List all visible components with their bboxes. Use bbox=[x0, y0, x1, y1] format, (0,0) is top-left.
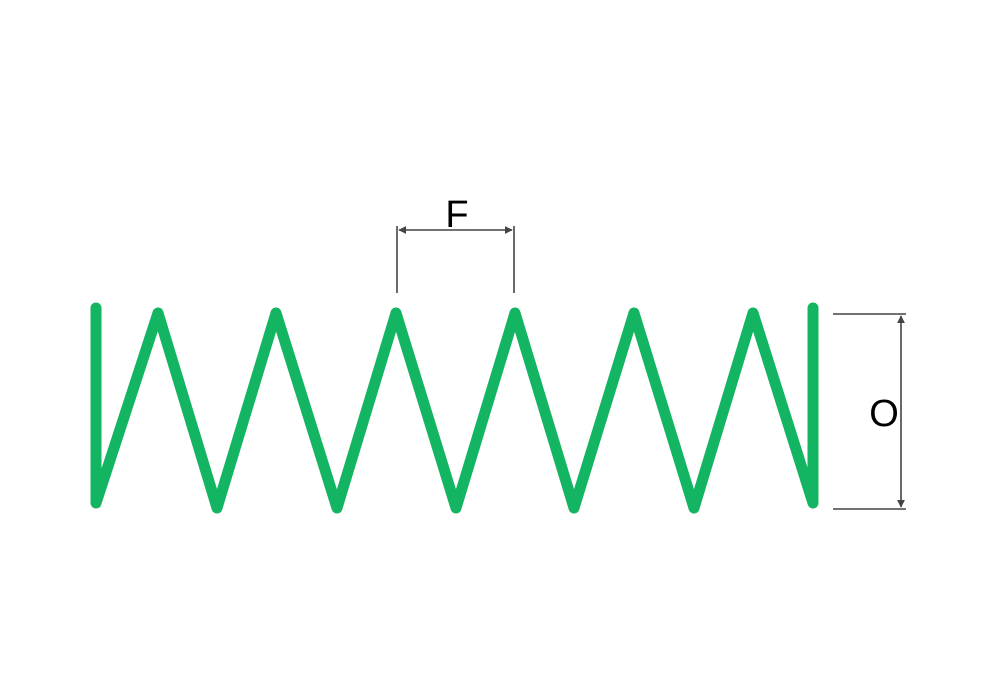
outer-diameter-dimension bbox=[833, 313, 906, 510]
pitch-label: F bbox=[445, 194, 468, 236]
pitch-dimension bbox=[396, 226, 515, 293]
outer-diameter-label: O bbox=[869, 393, 899, 435]
spring-coil bbox=[90, 302, 819, 514]
